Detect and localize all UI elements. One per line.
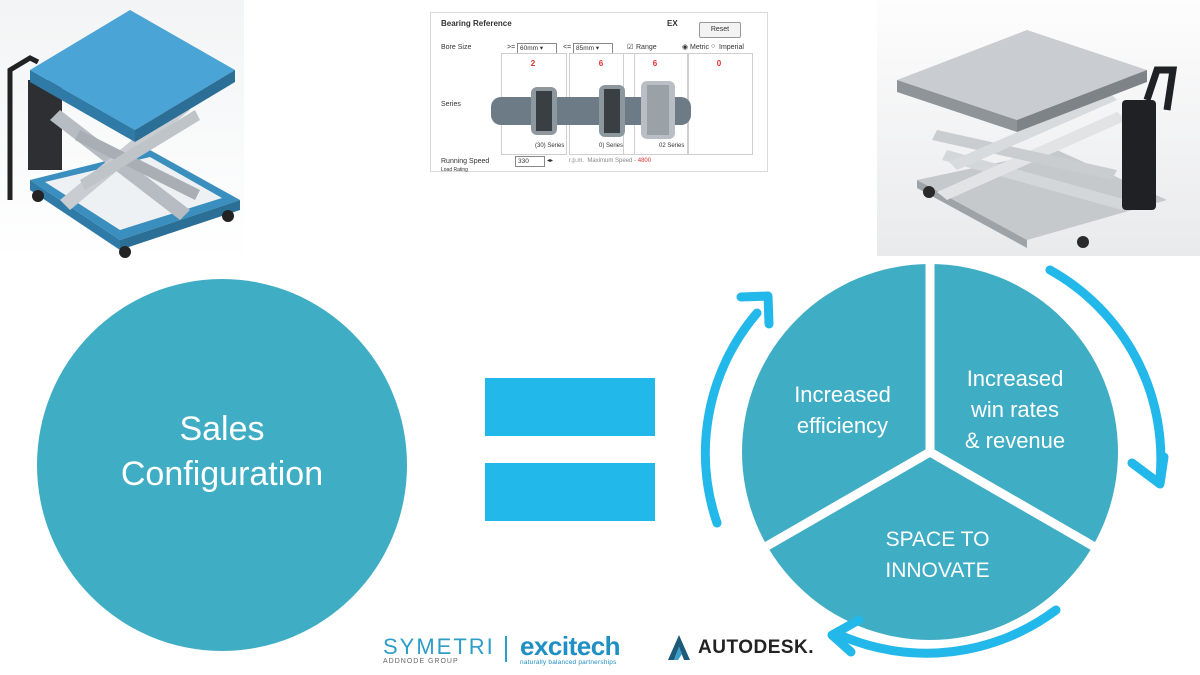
segment-label-line: Increased <box>794 382 891 407</box>
imperial-radio[interactable]: ○ <box>711 43 716 50</box>
reset-button[interactable]: Reset <box>699 22 741 38</box>
running-speed-label: Running Speed <box>441 158 490 165</box>
series-name: 0) Series <box>599 143 624 149</box>
excitech-tagline: naturally balanced partnerships <box>520 659 617 666</box>
speed-stepper-icon[interactable]: ◂▸ <box>547 158 554 164</box>
cycle-arrow-right <box>1045 265 1166 483</box>
bearing-reference-panel: Bearing Reference EX Reset Bore Size >= … <box>430 12 768 173</box>
pie-divider <box>927 448 1096 550</box>
autodesk-a-icon <box>668 635 690 660</box>
excitech-logo: excitech naturally balanced partnerships <box>520 632 638 666</box>
sales-configuration-circle <box>37 279 407 651</box>
equals-bar-top <box>485 378 655 436</box>
series-count: 6 <box>652 59 658 68</box>
logo-divider <box>505 636 507 662</box>
bearing-shafts-icon <box>491 81 691 139</box>
segment-increased-efficiency: Increased efficiency <box>770 379 915 441</box>
bore-size-label: Bore Size <box>441 44 472 51</box>
series-name: 02 Series <box>659 143 685 149</box>
max-speed-label: Maximum Speed <box>587 158 633 164</box>
excitech-wordmark: excitech <box>520 631 621 661</box>
chevron-down-icon: ▾ <box>539 45 544 52</box>
sales-label-line1: Sales <box>179 410 265 448</box>
autodesk-logo: AUTODESK. <box>666 633 814 661</box>
load-rating-label: Load Rating <box>441 167 468 173</box>
series-name: (30) Series <box>535 143 565 149</box>
bore-max-operator: <= <box>563 44 572 51</box>
cycle-arrow-bottom <box>837 605 1061 658</box>
arrowhead-icon <box>1127 452 1169 489</box>
symetri-subtitle: ADDNODE GROUP <box>383 658 459 665</box>
segment-label-line: SPACE TO <box>885 528 990 551</box>
pie-divider <box>764 448 933 550</box>
rpm-label: r.p.m. <box>569 158 585 164</box>
sales-configuration-label: Sales Configuration <box>37 407 407 497</box>
range-checkbox[interactable]: ☑ <box>627 44 634 51</box>
segment-space-to-innovate: SPACE TO INNOVATE <box>855 524 1020 586</box>
scissor-lift-image-grey <box>877 0 1200 256</box>
segment-label-line: win rates <box>970 397 1060 422</box>
segment-increased-win-rates: Increased win rates & revenue <box>940 363 1090 456</box>
bore-min-operator: >= <box>507 44 516 51</box>
cycle-arrow-left <box>700 308 762 528</box>
metric-label: Metric <box>690 44 710 51</box>
bore-max-value: 85mm <box>576 45 595 52</box>
bearing-panel-title: Bearing Reference <box>441 19 512 28</box>
arrowhead-icon <box>827 615 864 657</box>
segment-label-line: INNOVATE <box>885 559 990 582</box>
symetri-logo: SYMETRI ADDNODE GROUP <box>383 634 493 665</box>
running-speed-input[interactable]: 330 <box>515 156 545 167</box>
imperial-label: Imperial <box>719 44 744 51</box>
series-count: 0 <box>716 59 722 68</box>
equals-bar-bottom <box>485 463 655 521</box>
sales-label-line2: Configuration <box>120 455 324 493</box>
series-count: 6 <box>598 59 604 68</box>
series-count: 2 <box>530 59 536 68</box>
range-label: Range <box>636 44 657 51</box>
series-column-4[interactable] <box>687 53 753 155</box>
scissor-lift-illustration <box>7 10 240 258</box>
scissor-lift-image-blue <box>0 0 244 262</box>
max-speed-value: 4800 <box>637 158 652 164</box>
autodesk-wordmark: AUTODESK. <box>698 637 815 658</box>
ex-label: EX <box>667 19 678 28</box>
segment-label-line: & revenue <box>964 428 1066 453</box>
scissor-lift-illustration <box>897 30 1178 248</box>
arrowhead-icon <box>736 291 774 329</box>
benefits-cycle-diagram <box>700 264 1169 658</box>
segment-label-line: efficiency <box>796 413 889 438</box>
segment-label-line: Increased <box>966 366 1064 391</box>
max-speed: r.p.m. Maximum Speed - 4800 <box>569 158 652 164</box>
chevron-down-icon: ▾ <box>595 45 600 52</box>
series-label: Series <box>441 101 461 108</box>
bore-min-value: 60mm <box>520 45 539 52</box>
metric-radio[interactable]: ◉ <box>682 44 689 51</box>
symetri-wordmark: SYMETRI <box>383 634 495 659</box>
